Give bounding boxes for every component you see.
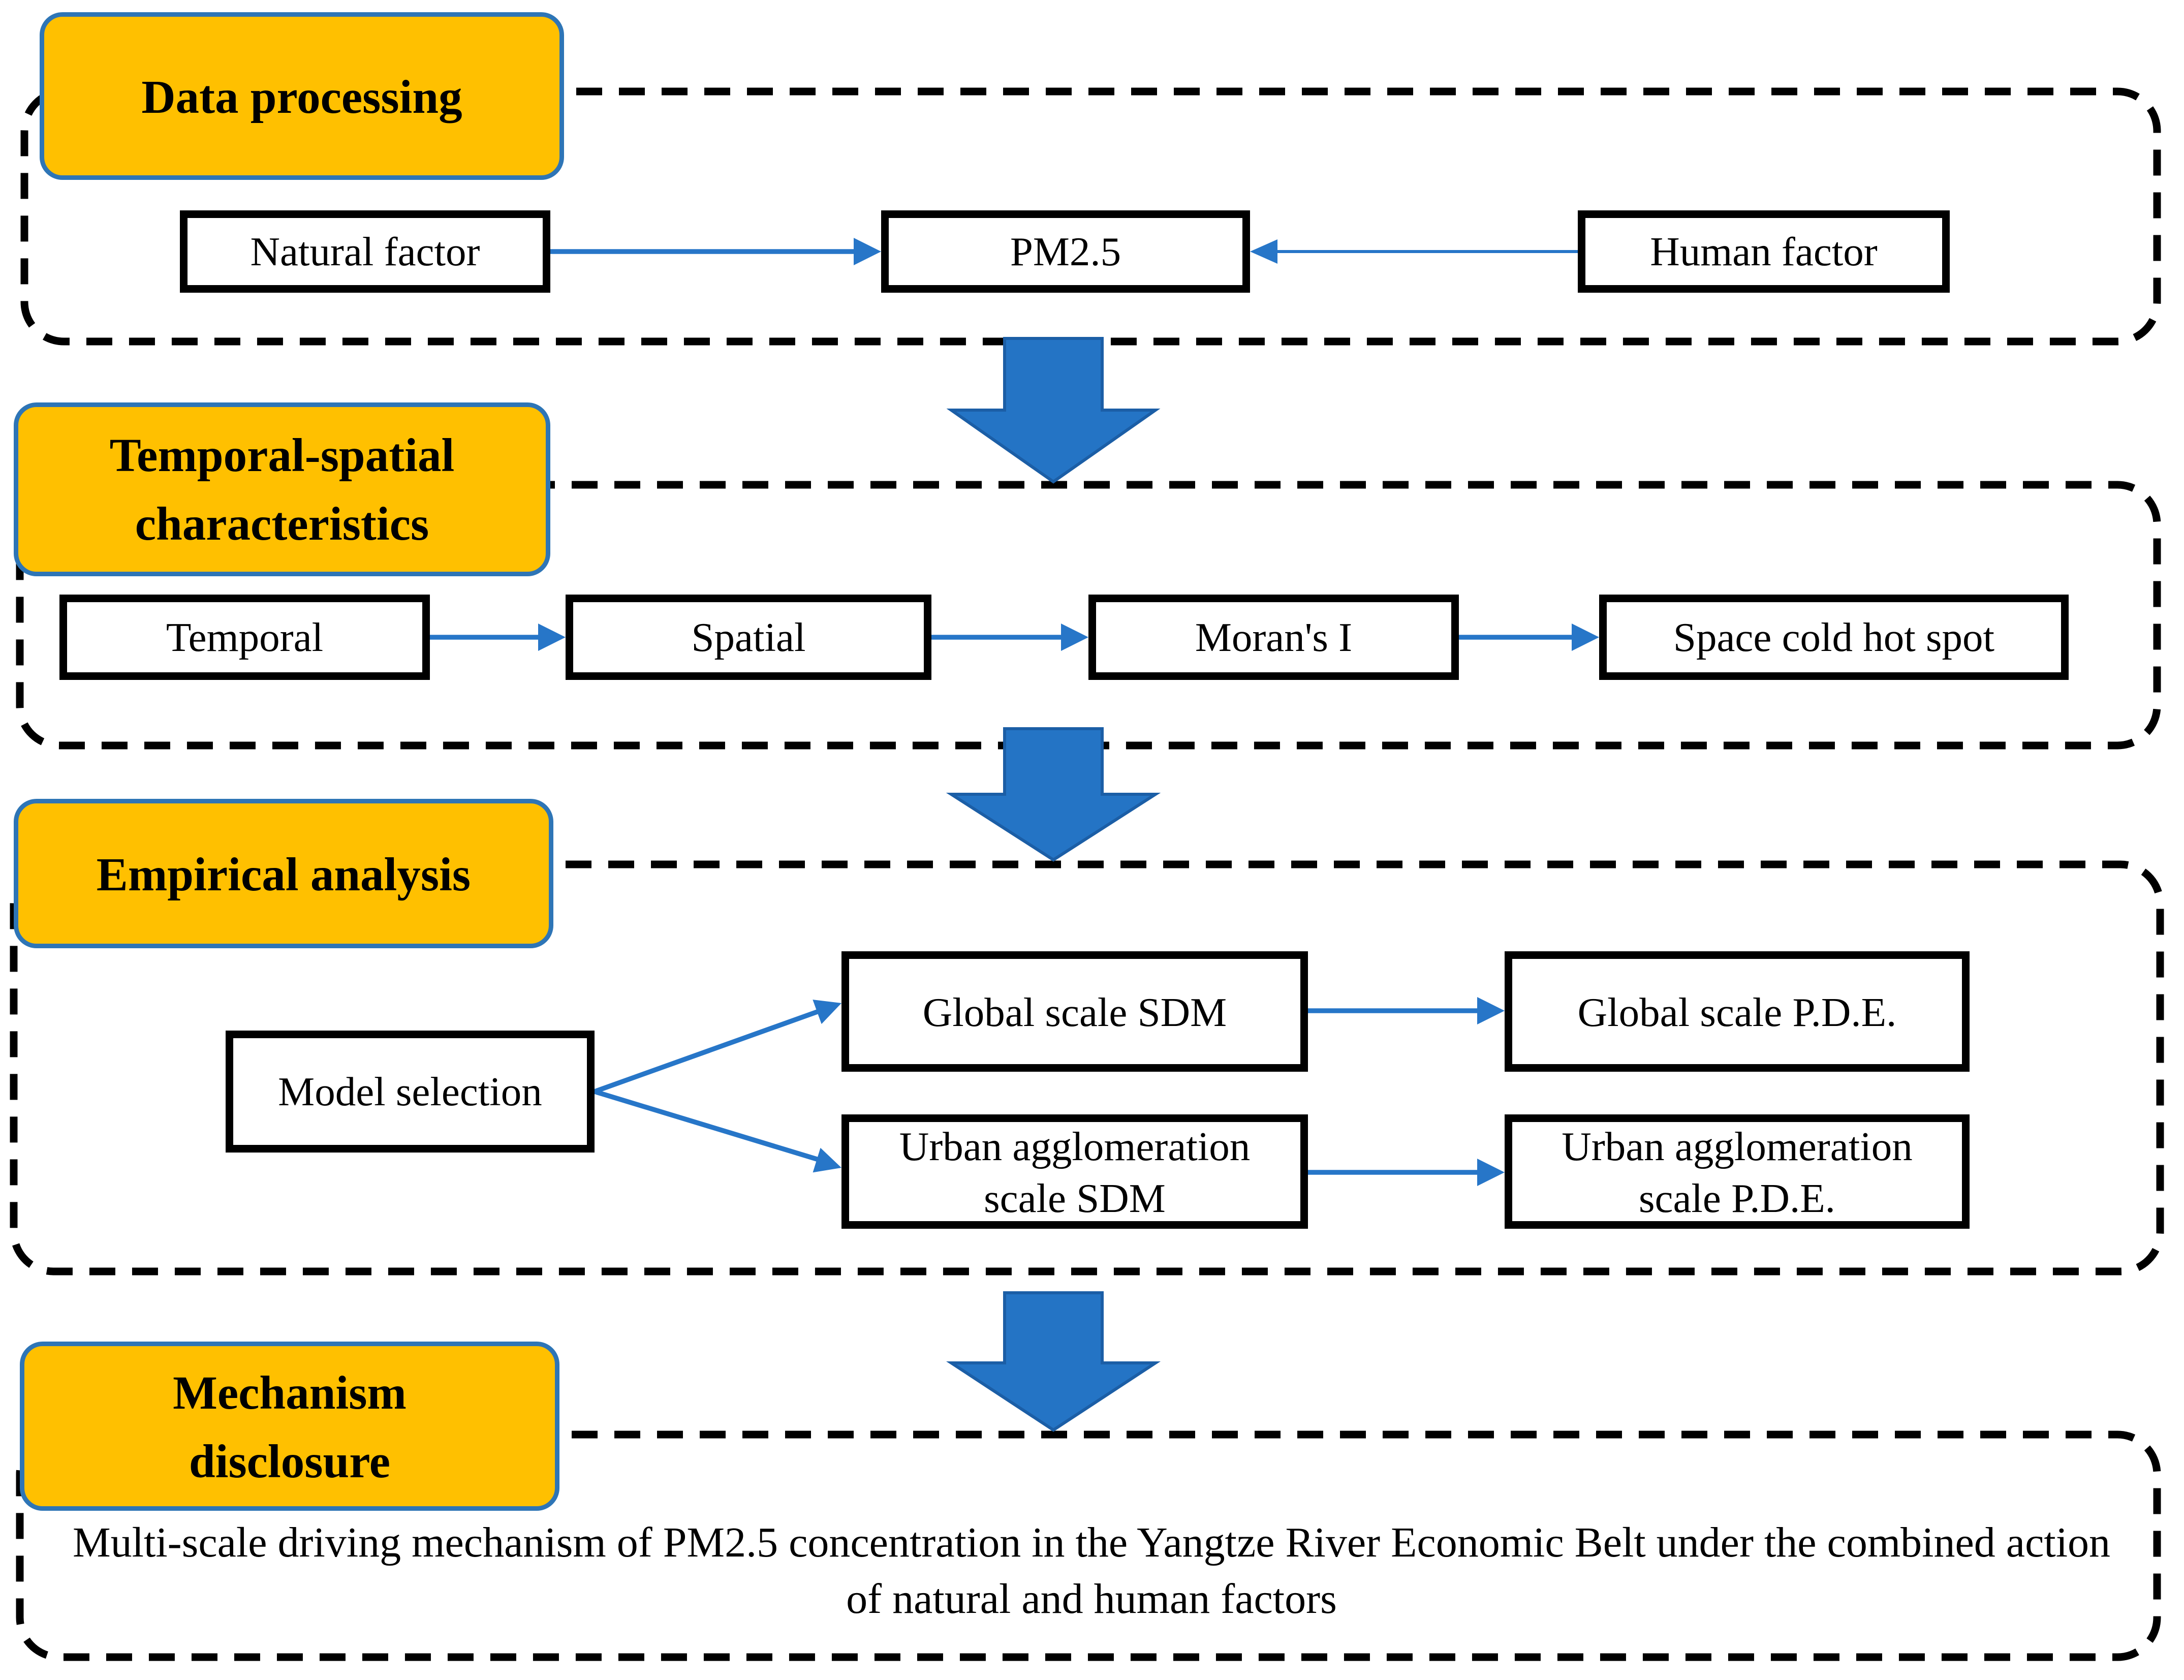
mechanism-disclosure-dashed-container [16, 1430, 2161, 1661]
process-box-label: Spatial [691, 614, 806, 660]
down-arrow-1 [946, 337, 1161, 484]
process-box-morans-i: Moran's I [1088, 595, 1459, 680]
stage-header-label-line2: disclosure [189, 1434, 391, 1487]
process-box-label: Temporal [166, 614, 324, 660]
conclusion-line2: of natural and human factors [846, 1576, 1337, 1624]
empirical-analysis-dashed-container [10, 860, 2164, 1275]
process-box-model-selection: Model selection [226, 1031, 595, 1153]
arrow-natural-factor-to-pm25 [550, 238, 881, 265]
process-box-label: Global scale SDM [922, 988, 1227, 1035]
process-box-global-scale-sdm: Global scale SDM [841, 951, 1308, 1072]
process-box-urban-agglomeration-scale-sdm: Urban agglomeration scale SDM [841, 1114, 1308, 1229]
process-box-natural-factor: Natural factor [180, 210, 550, 293]
stage-header-empirical-analysis: Empirical analysis [14, 799, 553, 948]
branch-model-selection-to-global-sdm [594, 1000, 841, 1094]
down-arrow-3 [946, 1291, 1161, 1432]
arrow-urban-sdm-to-urban-pde [1308, 1159, 1505, 1186]
process-box-global-scale-pde: Global scale P.D.E. [1505, 951, 1970, 1072]
down-arrow-2 [946, 727, 1161, 862]
arrow-global-sdm-to-global-pde [1308, 997, 1505, 1024]
arrow-spatial-to-morans-i [931, 624, 1088, 651]
arrow-morans-i-to-space-cold-hot-spot [1459, 624, 1599, 651]
stage-header-data-processing: Data processing [40, 12, 564, 180]
process-box-urban-agglomeration-scale-pde: Urban agglomeration scale P.D.E. [1505, 1114, 1970, 1229]
process-box-label-line2: scale SDM [984, 1174, 1166, 1221]
process-box-temporal: Temporal [59, 595, 430, 680]
process-box-label: Global scale P.D.E. [1577, 988, 1897, 1035]
stage-header-label-line2: characteristics [135, 497, 429, 550]
conclusion-text: Multi-scale driving mechanism of PM2.5 c… [46, 1515, 2137, 1628]
stage-header-mechanism-disclosure: Mechanism disclosure [20, 1342, 559, 1511]
process-box-label: PM2.5 [1010, 229, 1121, 274]
conclusion-line1: Multi-scale driving mechanism of PM2.5 c… [72, 1520, 2111, 1567]
stage-header-label-line1: Temporal-spatial [109, 428, 455, 482]
stage-header-temporal-spatial: Temporal-spatial characteristics [14, 402, 550, 576]
arrow-human-factor-to-pm25 [1250, 239, 1578, 264]
process-box-label: Space cold hot spot [1673, 614, 1995, 660]
process-box-label: Model selection [278, 1069, 542, 1114]
process-box-label-line1: Urban agglomeration [1562, 1123, 1913, 1169]
stage-header-label: Data processing [141, 69, 462, 123]
process-box-label-line1: Urban agglomeration [899, 1123, 1251, 1169]
branch-model-selection-to-urban-sdm [594, 1089, 841, 1173]
stage-header-label-line1: Mechanism [173, 1365, 407, 1419]
process-box-label-line2: scale P.D.E. [1639, 1174, 1835, 1221]
stage-header-label: Empirical analysis [96, 847, 471, 900]
process-box-human-factor: Human factor [1578, 210, 1950, 293]
process-box-label: Moran's I [1195, 614, 1353, 660]
process-box-label: Human factor [1650, 229, 1878, 274]
process-box-pm25: PM2.5 [881, 210, 1250, 293]
process-box-space-cold-hot-spot: Space cold hot spot [1599, 595, 2069, 680]
process-box-spatial: Spatial [566, 595, 931, 680]
arrow-temporal-to-spatial [430, 624, 566, 651]
process-box-label: Natural factor [250, 229, 480, 274]
